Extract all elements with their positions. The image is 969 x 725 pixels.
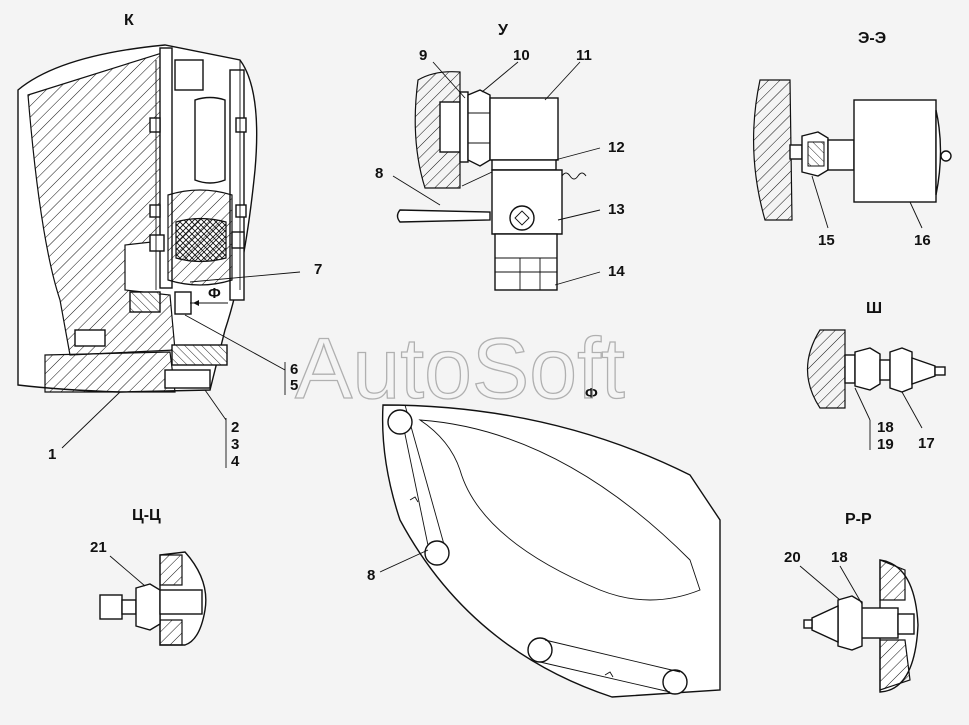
label-21: 21 [90,539,107,556]
title-ee: Э-Э [858,30,886,47]
label-5: 5 [290,377,298,394]
view-rr: Р-Р 20 18 [784,511,919,693]
label-20: 20 [784,549,801,566]
label-4: 4 [231,453,240,470]
view-u: У 9 10 11 12 8 13 14 [375,22,625,291]
label-19: 19 [877,436,894,453]
label-6: 6 [290,361,298,378]
watermark-text: AutoSoft [295,321,625,417]
title-u: У [498,22,509,39]
label-11: 11 [576,47,592,64]
label-18-rr: 18 [831,549,848,566]
label-15: 15 [818,232,835,249]
label-8-top: 8 [375,165,383,182]
arrow-label-f: Ф [208,285,221,302]
title-f: Ф [585,385,598,402]
label-17: 17 [918,435,935,452]
view-f: Ф 8 [367,385,721,698]
title-k: К [124,12,134,29]
label-16: 16 [914,232,931,249]
view-ee: Э-Э 15 16 [752,30,952,249]
label-7: 7 [314,261,322,278]
label-12: 12 [608,139,625,156]
label-8-bottom: 8 [367,567,375,584]
label-13: 13 [608,201,625,218]
view-sh: Ш 18 19 17 [806,300,946,453]
label-18-sh: 18 [877,419,894,436]
view-k: Ф К 7 6 5 2 3 4 1 [17,12,322,470]
label-1: 1 [48,446,56,463]
title-sh: Ш [866,300,882,317]
title-rr: Р-Р [845,511,872,528]
label-9: 9 [419,47,427,64]
label-14: 14 [608,263,625,280]
label-2: 2 [231,419,239,436]
label-10: 10 [513,47,530,64]
label-3: 3 [231,436,239,453]
view-tsts: Ц-Ц 21 [90,507,207,646]
title-tsts: Ц-Ц [132,507,161,524]
